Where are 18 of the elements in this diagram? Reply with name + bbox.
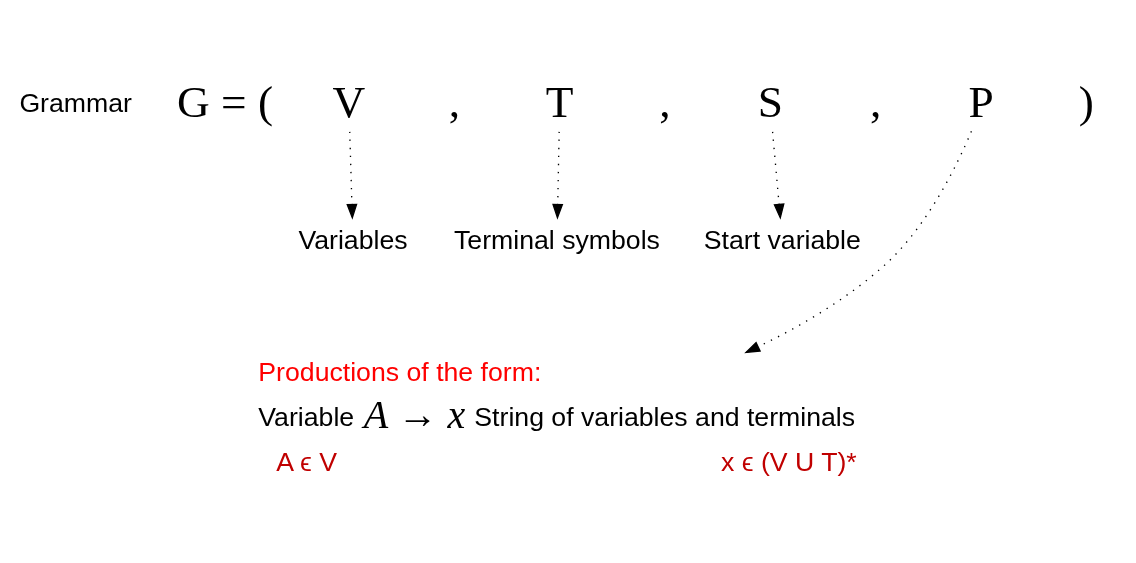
- arrow: [771, 130, 785, 220]
- label: ,: [659, 76, 671, 127]
- label: ,: [448, 76, 461, 127]
- label: ,: [869, 76, 882, 127]
- node-text: Terminal symbols: [454, 224, 660, 255]
- label: ): [1078, 76, 1094, 127]
- node-text: Start variable: [703, 224, 861, 255]
- label: G = (: [176, 76, 274, 127]
- node-text: T: [545, 76, 574, 127]
- arrow: [744, 130, 973, 353]
- node-text: S: [757, 76, 783, 127]
- arrow: [552, 130, 564, 220]
- node-text: Productions of the form: Variable A → x String of variables and terminals A ϵ V x ϵ (V U T)*: [258, 356, 857, 477]
- arrow: [346, 130, 358, 220]
- node-text: Variables: [298, 224, 408, 255]
- label: Grammar: [19, 87, 132, 118]
- node-text: P: [968, 76, 994, 127]
- node-text: V: [332, 76, 366, 127]
